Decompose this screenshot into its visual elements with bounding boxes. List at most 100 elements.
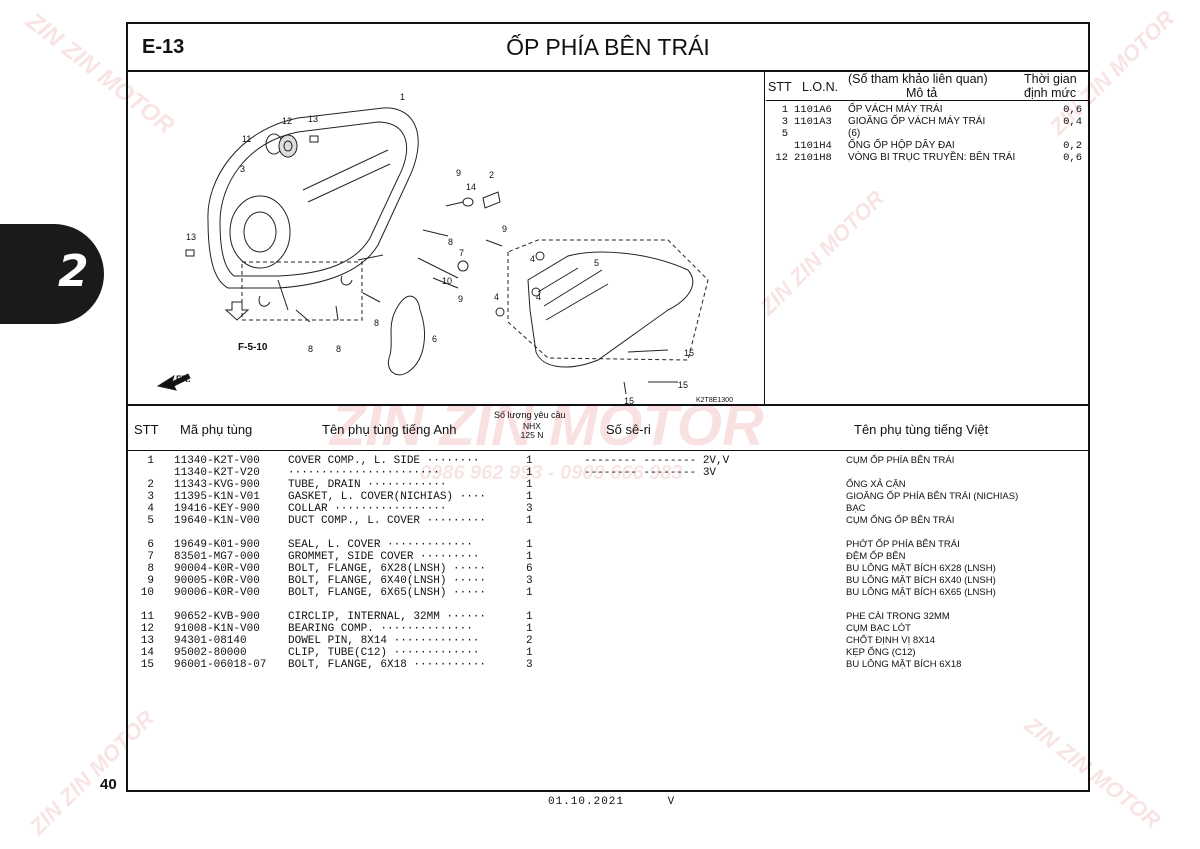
- part-name-vn: ỐNG XẢ CẶN: [846, 479, 906, 490]
- part-name-en: BOLT, FLANGE, 6X18 ···········: [288, 659, 487, 671]
- part-name-vn: ĐỆM ỐP BÊN: [846, 551, 906, 562]
- callout: 10: [442, 276, 452, 286]
- callout: 9: [502, 224, 507, 234]
- lon-header-time1: Thời gian: [1024, 72, 1077, 86]
- part-qty: 6: [526, 563, 533, 575]
- watermark-brand: ZIN ZIN MOTOR: [330, 393, 764, 458]
- callout: 13: [308, 114, 318, 124]
- cover-outline: [207, 107, 419, 289]
- lon-desc: VÒNG BI TRỤC TRUYỀN: BÊN TRÁI: [848, 152, 1016, 163]
- footer: 01.10.2021 V: [548, 796, 675, 808]
- part-name-en: ·······················: [288, 467, 440, 479]
- footer-rev: V: [667, 796, 676, 808]
- callout: 6: [432, 334, 437, 344]
- page-number: 40: [100, 776, 117, 793]
- lon-row: 5(6): [766, 128, 1088, 140]
- part-name-en: BEARING COMP. ··············: [288, 623, 473, 635]
- callout: 4: [494, 292, 499, 302]
- part-stt: 2: [147, 479, 154, 491]
- callout: 3: [240, 164, 245, 174]
- part-qty: 1: [526, 515, 533, 527]
- diagram-code: K2T8E1300: [696, 397, 733, 404]
- part-name-en: CLIP, TUBE(C12) ·············: [288, 647, 480, 659]
- part-qty: 1: [526, 479, 533, 491]
- callout: 4: [536, 292, 541, 302]
- part-name-en: SEAL, L. COVER ·············: [288, 539, 473, 551]
- part-code: 19640-K1N-V00: [174, 515, 260, 527]
- lon-desc: (6): [848, 128, 861, 139]
- page-title: ỐP PHÍA BÊN TRÁI: [506, 34, 710, 60]
- part-name-en: COVER COMP., L. SIDE ········: [288, 455, 480, 467]
- part-name-vn: BẠC: [846, 503, 866, 514]
- lon-desc: GIOĂNG ỐP VÁCH MÁY TRÁI: [848, 116, 986, 127]
- lon-stt: 12: [775, 152, 788, 164]
- ref-arrow: [224, 301, 250, 321]
- part-code: 95002-80000: [174, 647, 247, 659]
- lon-time: 0,6: [1063, 104, 1082, 116]
- part-code: 11340-K2T-V20: [174, 467, 260, 479]
- lon-header-desc2: Mô tả: [906, 86, 938, 100]
- ref-label: F-5-10: [238, 342, 268, 353]
- callout: 8: [448, 237, 453, 247]
- part-qty: 1: [526, 467, 533, 479]
- part-qty: 1: [526, 455, 533, 467]
- part-name-en: COLLAR ·················: [288, 503, 447, 515]
- part-name-vn: BU LÔNG MẶT BÍCH 6X40 (LNSH): [846, 575, 996, 586]
- part-qty: 2: [526, 635, 533, 647]
- watermark-phone: 0986 962 993 - 0909 666 983: [420, 462, 683, 484]
- lon-stt: 1: [781, 104, 788, 116]
- part-stt: 7: [147, 551, 154, 563]
- lon-header-stt: STT: [768, 80, 792, 94]
- part-code: 90006-K0R-V00: [174, 587, 260, 599]
- callout: 11: [242, 134, 251, 144]
- part-stt: 8: [147, 563, 154, 575]
- page-header: E-13 ỐP PHÍA BÊN TRÁI: [128, 24, 1088, 72]
- part-name-en: TUBE, DRAIN ············: [288, 479, 447, 491]
- dowel-pin: [185, 249, 195, 257]
- parts-table-top: [128, 404, 1088, 406]
- part-qty: 1: [526, 611, 533, 623]
- part-serial: -------- -------- 2V,V: [584, 455, 730, 467]
- callout: 8: [308, 344, 313, 354]
- drain-tube: [482, 191, 501, 209]
- grommet: [457, 260, 469, 272]
- part-code: 90004-K0R-V00: [174, 563, 260, 575]
- part-serial: -------- -------- 3V: [584, 467, 717, 479]
- col-header-qty-model: NHX 125 N: [520, 421, 544, 440]
- part-code: 83501-MG7-000: [174, 551, 260, 563]
- exploded-diagram: 1 2 3 4 4 4 5 6 7 8 8 8 8 9 9 9 10 11 12…: [128, 70, 765, 406]
- part-stt: 9: [147, 575, 154, 587]
- lon-time: 0,6: [1063, 152, 1082, 164]
- callout: 15: [624, 396, 634, 404]
- part-code: 90652-KVB-900: [174, 611, 260, 623]
- part-name-vn: CỤM ỐNG ỐP BÊN TRÁI: [846, 515, 955, 526]
- parts-row: 1 11340-K2T-V00 COVER COMP., L. SIDE ·····…: [128, 455, 1088, 467]
- part-qty: 3: [526, 659, 533, 671]
- duct-comp: [527, 251, 694, 368]
- part-name-en: DUCT COMP., L. COVER ·········: [288, 515, 487, 527]
- callout: 8: [374, 318, 379, 328]
- part-stt: 1: [147, 455, 154, 467]
- part-stt: 15: [140, 659, 154, 671]
- part-code: 11340-K2T-V00: [174, 455, 260, 467]
- part-name-vn: GIOĂNG ỐP PHÍA BÊN TRÁI (NICHIAS): [846, 491, 1019, 502]
- lon-time: 0,2: [1063, 140, 1082, 152]
- col-header-en: Tên phụ tùng tiếng Anh: [322, 422, 457, 437]
- lon-stt: 3: [781, 116, 788, 128]
- part-qty: 1: [526, 551, 533, 563]
- part-stt: 10: [140, 587, 154, 599]
- col-header-stt: STT: [134, 422, 159, 437]
- callout: 14: [466, 182, 476, 192]
- part-stt: 5: [147, 515, 154, 527]
- part-name-en: GASKET, L. COVER(NICHIAS) ····: [288, 491, 487, 503]
- section-code: E-13: [142, 36, 185, 58]
- part-code: 91008-K1N-V00: [174, 623, 260, 635]
- part-stt: 14: [140, 647, 154, 659]
